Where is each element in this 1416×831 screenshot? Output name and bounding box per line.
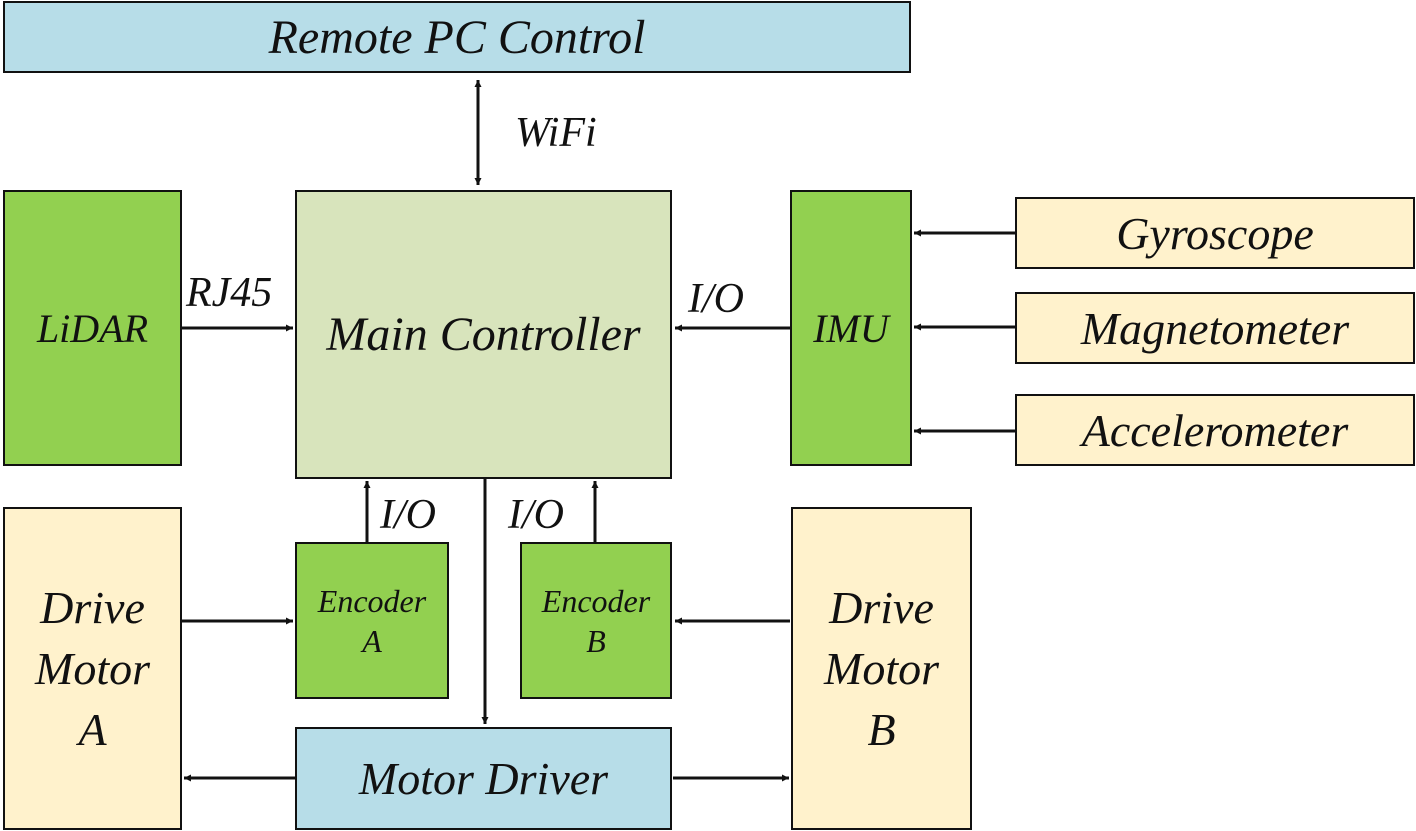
accelerometer-label: Accelerometer	[1081, 404, 1349, 456]
encoder-a-label-line1: Encoder	[317, 582, 427, 619]
drive-motor-a-label-line2: Motor	[35, 643, 150, 694]
encoder-a-io-label: I/O	[380, 492, 436, 538]
rj45-label: RJ45	[186, 270, 273, 316]
remote-pc-control-block: Remote PC Control	[3, 1, 911, 73]
motor-driver-block: Motor Driver	[295, 727, 672, 830]
lidar-label: LiDAR	[36, 305, 149, 351]
main-controller-block: Main Controller	[295, 190, 672, 479]
drive-motor-b-label-line2: Motor	[824, 643, 939, 694]
magnetometer-block: Magnetometer	[1015, 292, 1415, 364]
magnetometer-label: Magnetometer	[1080, 302, 1350, 354]
gyroscope-label: Gyroscope	[1116, 207, 1314, 259]
imu-block: IMU	[790, 190, 912, 466]
drive-motor-a-label-line3: A	[78, 704, 107, 755]
drive-motor-a-block: Drive Motor A	[3, 507, 182, 830]
imu-label: IMU	[813, 305, 889, 351]
accelerometer-block: Accelerometer	[1015, 394, 1415, 466]
encoder-b-label-line2: B	[586, 622, 606, 659]
lidar-block: LiDAR	[3, 190, 182, 466]
remote-pc-control-label: Remote PC Control	[268, 10, 646, 64]
drive-motor-b-block: Drive Motor B	[791, 507, 972, 830]
encoder-b-label-line1: Encoder	[541, 582, 651, 619]
drive-motor-b-label-line1: Drive	[829, 582, 934, 633]
encoder-a-block: Encoder A	[295, 542, 449, 699]
wifi-label: WiFi	[515, 110, 597, 156]
main-controller-label: Main Controller	[326, 308, 641, 361]
drive-motor-b-label-line3: B	[867, 704, 896, 755]
encoder-b-block: Encoder B	[520, 542, 672, 699]
gyroscope-block: Gyroscope	[1015, 197, 1415, 269]
imu-io-label: I/O	[688, 276, 744, 322]
encoder-a-label-line2: A	[362, 622, 382, 659]
drive-motor-a-label-line1: Drive	[40, 582, 145, 633]
motor-driver-label: Motor Driver	[358, 753, 609, 804]
encoder-b-io-label: I/O	[508, 492, 564, 538]
